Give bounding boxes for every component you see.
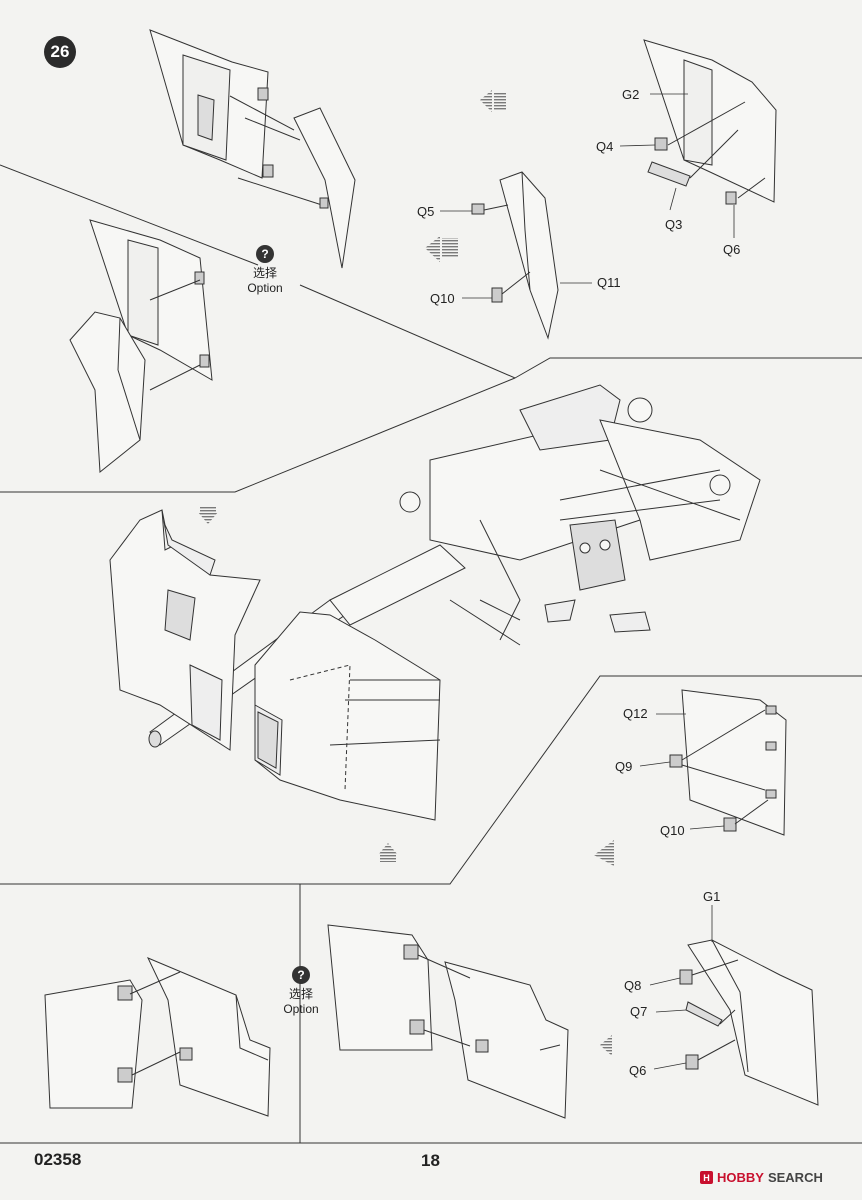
part-label-q6-top: Q6 <box>723 242 741 257</box>
option-label-en: Option <box>283 1002 319 1016</box>
part-label-q10-mid: Q10 <box>660 823 685 838</box>
part-label-q11: Q11 <box>597 275 621 290</box>
step-number-badge: 26 <box>44 36 76 68</box>
shield-g1-drawing <box>679 939 819 1106</box>
part-label-q7: Q7 <box>630 1004 648 1019</box>
watermark-brand: HOBBY <box>717 1170 764 1185</box>
part-label-g1: G1 <box>703 889 721 904</box>
option-marker-top: ? 选择 Option <box>238 245 292 296</box>
shield-q12-drawing <box>669 689 787 836</box>
divider-line <box>0 675 862 885</box>
option-label-en: Option <box>247 281 283 295</box>
direction-arrows <box>198 90 614 1056</box>
question-icon: ? <box>256 245 274 263</box>
document-code: 02358 <box>34 1150 82 1169</box>
divider-line <box>0 164 259 266</box>
divider-line <box>299 284 862 379</box>
option-label-cn: 选择 <box>252 266 277 280</box>
part-label-q12: Q12 <box>623 706 648 721</box>
question-icon: ? <box>292 966 310 984</box>
page-number: 18 <box>421 1151 440 1170</box>
shield-q11-drawing <box>471 171 559 340</box>
option-marker-bottom: ? 选择 Option <box>274 966 328 1017</box>
shield-bottom-mid-drawing <box>327 924 569 1119</box>
watermark: H HOBBY SEARCH <box>700 1170 823 1185</box>
part-label-q5: Q5 <box>417 204 435 219</box>
part-label-g2: G2 <box>622 87 640 102</box>
shield-mid-left-drawing <box>69 219 213 473</box>
option-label-cn: 选择 <box>288 987 313 1001</box>
shield-bottom-left-drawing <box>44 957 271 1117</box>
main-assembly-drawing <box>109 384 761 821</box>
part-label-q8: Q8 <box>624 978 642 993</box>
divider-line <box>0 377 516 493</box>
part-label-q4: Q4 <box>596 139 614 154</box>
shield-g2-drawing <box>643 39 777 205</box>
leader-lines <box>440 93 735 1070</box>
part-label-q10-top: Q10 <box>430 291 455 306</box>
part-label-q9: Q9 <box>615 759 633 774</box>
watermark-brand-rest: SEARCH <box>767 1170 823 1185</box>
part-label-q6-bottom: Q6 <box>629 1063 647 1078</box>
part-label-q3: Q3 <box>665 217 683 232</box>
hobbysearch-logo-icon: H <box>700 1171 713 1184</box>
shield-top-left-drawing <box>149 29 356 269</box>
